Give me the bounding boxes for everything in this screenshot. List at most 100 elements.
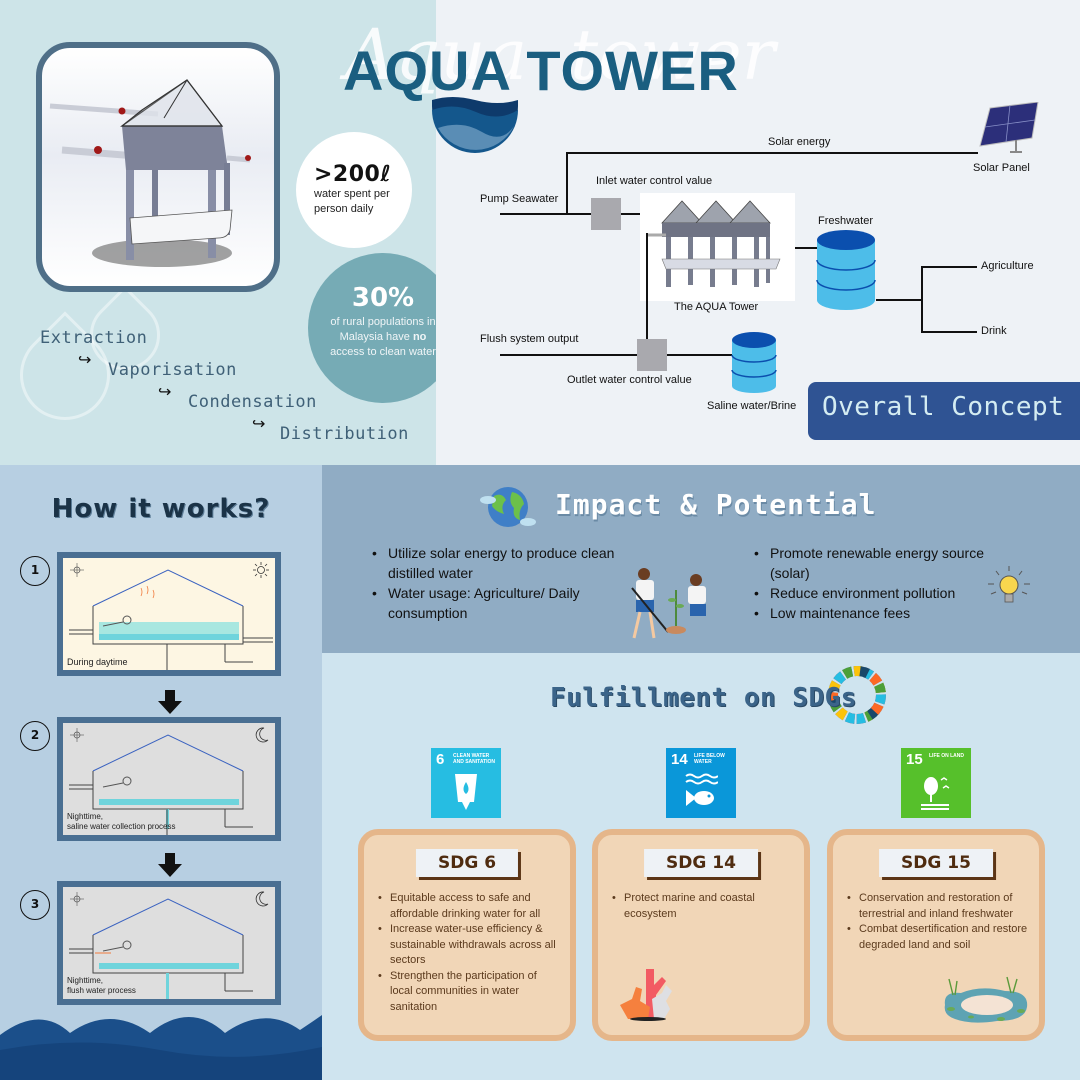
sun-icon [253, 562, 269, 578]
tower-outlet-pipe [646, 233, 648, 355]
step-caption-1: During daytime [67, 657, 128, 667]
seawater-inlet-pipe [500, 213, 640, 215]
compass-icon [70, 563, 84, 577]
sdg-14-points: Protect marine and coastal ecosystem [610, 891, 794, 922]
how-it-works-title: How it works? [51, 494, 271, 524]
water-wave-logo-icon [432, 97, 518, 153]
rural-access-value: 30% [351, 283, 415, 313]
sdg-6-tile: 6 CLEAN WATER AND SANITATION [431, 748, 501, 818]
sdg-15-tile: 15 LIFE ON LAND [901, 748, 971, 818]
rural-access-label-tail: access to clean water [330, 346, 436, 358]
daily-usage-value: >200ℓ [314, 162, 392, 187]
outlet-valve-label: Outlet water control value [567, 374, 692, 386]
rural-access-stat: 30% of rural populations in Malaysia hav… [308, 253, 436, 403]
tower-render-image [36, 42, 280, 292]
sdg-14-heading: SDG 14 [644, 849, 758, 877]
daily-usage-stat: >200ℓ water spent per person daily [296, 132, 412, 248]
process-step-distribution: Distribution [280, 424, 409, 444]
step-caption-3: Nighttime, flush water process [67, 976, 136, 995]
drink-pipe [921, 331, 977, 333]
sdg-6-points: Equitable access to safe and affordable … [376, 891, 560, 1015]
impact-point: Utilize solar energy to produce clean di… [370, 543, 660, 583]
moon-icon [255, 891, 269, 907]
rural-access-label-emphasis: no [412, 331, 427, 343]
earth-globe-icon [480, 487, 536, 527]
sdg-14-card: SDG 14 Protect marine and coastal ecosys… [592, 829, 810, 1041]
impact-point: Water usage: Agriculture/ Daily consumpt… [370, 583, 660, 623]
sdg-15-card: SDG 15 Conservation and restoration of t… [827, 829, 1045, 1041]
brine-tank-icon [731, 332, 777, 393]
step-diagram-3-canvas: Nighttime, flush water process [63, 887, 275, 999]
rural-access-label-text: of rural populations in Malaysia have [330, 316, 436, 343]
agriculture-pipe [921, 266, 977, 268]
sdg-6-heading: SDG 6 [415, 849, 519, 877]
curved-arrow-icon: ↪ [252, 414, 266, 433]
sdg-15-heading: SDG 15 [879, 849, 993, 877]
step-diagram-1: During daytime [57, 552, 281, 676]
freshwater-label: Freshwater [818, 215, 874, 227]
process-step-vaporisation: Vaporisation [108, 360, 237, 380]
flush-process-diagram [69, 892, 253, 999]
down-arrow-icon [158, 853, 182, 877]
solar-panel-label: Solar Panel [973, 162, 1030, 174]
aqua-tower-label: The AQUA Tower [674, 301, 759, 313]
sdg-point: Strengthen the participation of local co… [376, 969, 560, 1016]
flush-output-label: Flush system output [480, 333, 579, 345]
impact-list-left: Utilize solar energy to produce clean di… [370, 543, 660, 623]
brine-label: Saline water/Brine [707, 400, 797, 412]
water-glass-icon [455, 774, 477, 810]
sdg-point: Equitable access to safe and affordable … [376, 891, 560, 922]
pump-seawater-label: Pump Seawater [480, 193, 559, 205]
fish-waves-icon [685, 773, 718, 806]
tree-birds-icon [921, 777, 950, 810]
impact-point: Low maintenance fees [752, 603, 1012, 623]
flush-output-pipe [500, 354, 732, 356]
inlet-valve-label: Inlet water control value [596, 175, 713, 187]
sdg-point: Protect marine and coastal ecosystem [610, 891, 794, 922]
drink-label: Drink [981, 325, 1007, 337]
sdg-15-tile-caption: LIFE ON LAND [929, 753, 964, 759]
freshwater-tank-icon [816, 230, 876, 310]
curved-arrow-icon: ↪ [78, 350, 92, 369]
step-diagram-2-canvas: Nighttime, saline water collection proce… [63, 723, 275, 835]
sdg-color-wheel-icon [828, 666, 886, 724]
daily-usage-label: water spent per person daily [314, 188, 390, 215]
sdg-point: Conservation and restoration of terrestr… [845, 891, 1029, 922]
title-script-watermark: tower [570, 14, 776, 96]
solar-energy-line [566, 152, 978, 154]
impact-title: Impact & Potential [555, 488, 877, 521]
solar-panel-icon [979, 102, 1039, 153]
step-diagram-2: Nighttime, saline water collection proce… [57, 717, 281, 841]
process-step-condensation: Condensation [188, 392, 317, 412]
title-script-watermark: Aqua [345, 14, 528, 96]
solar-energy-line [566, 152, 568, 214]
sdg-point: Increase water-use efficiency & sustaina… [376, 922, 560, 969]
sdg-14-tile-caption: LIFE BELOW WATER [694, 753, 725, 765]
down-arrow-icon [158, 690, 182, 714]
sdg-14-tile: 14 LIFE BELOW WATER [666, 748, 736, 818]
sdg-6-tile-number: 6 [436, 751, 445, 768]
aqua-tower-image [640, 193, 795, 301]
step-number-1: 1 [20, 556, 50, 586]
inlet-valve [591, 198, 621, 230]
coral-illustration [620, 969, 672, 1021]
solar-energy-label: Solar energy [768, 136, 831, 148]
step-caption-2: Nighttime, saline water collection proce… [67, 812, 176, 831]
tower-render-illustration [49, 79, 251, 267]
distribution-pipe [921, 266, 923, 332]
sdg-15-tile-number: 15 [906, 751, 923, 768]
page-title: AQUA TOWER [343, 39, 739, 102]
sdg-6-card: SDG 6 Equitable access to safe and affor… [358, 829, 576, 1041]
light-bulb-icon [988, 566, 1030, 603]
impact-list-right: Promote renewable energy source (solar) … [752, 543, 1012, 623]
overall-concept-label: Overall Concept [808, 382, 1080, 440]
step-diagram-3: Nighttime, flush water process [57, 881, 281, 1005]
aqua-tower-illustration [648, 200, 781, 287]
sdg-6-tile-caption: CLEAN WATER AND SANITATION [453, 753, 496, 765]
ocean-waves-decoration [0, 1015, 322, 1080]
impact-point: Reduce environment pollution [752, 583, 1012, 603]
intro-panel: >200ℓ water spent per person daily 30% o… [0, 0, 436, 465]
curved-arrow-icon: ↪ [158, 382, 172, 401]
outlet-valve [637, 339, 667, 371]
